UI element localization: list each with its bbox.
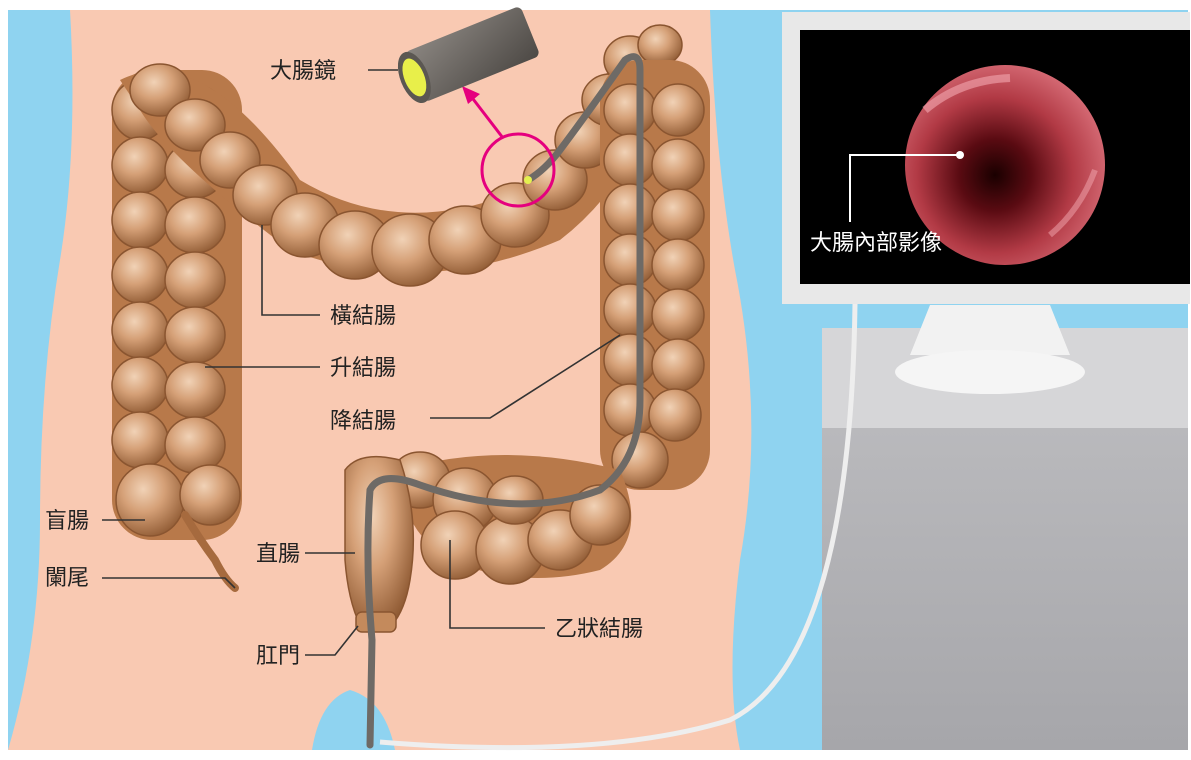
monitor-base [895,350,1085,394]
ascending-colon-label: 升結腸 [330,356,396,381]
monitor-neck [910,305,1070,355]
cecum-label: 盲腸 [45,509,89,534]
scope-tip-light [524,176,532,184]
monitor-image-dot [956,151,964,159]
monitor-image-label: 大腸內部影像 [810,231,942,256]
appendix-label: 闌尾 [45,566,89,591]
anal-canal [356,612,396,632]
rectum-label: 直腸 [256,542,300,567]
descending-colon [600,60,710,490]
sigmoid-colon [390,452,631,584]
sigmoid-colon-label: 乙狀結腸 [555,617,643,642]
transverse-colon-label: 橫結腸 [330,304,396,329]
colonoscope-label: 大腸鏡 [270,59,336,84]
descending-colon-label: 降結腸 [330,409,396,434]
anus-label: 肛門 [256,644,300,669]
